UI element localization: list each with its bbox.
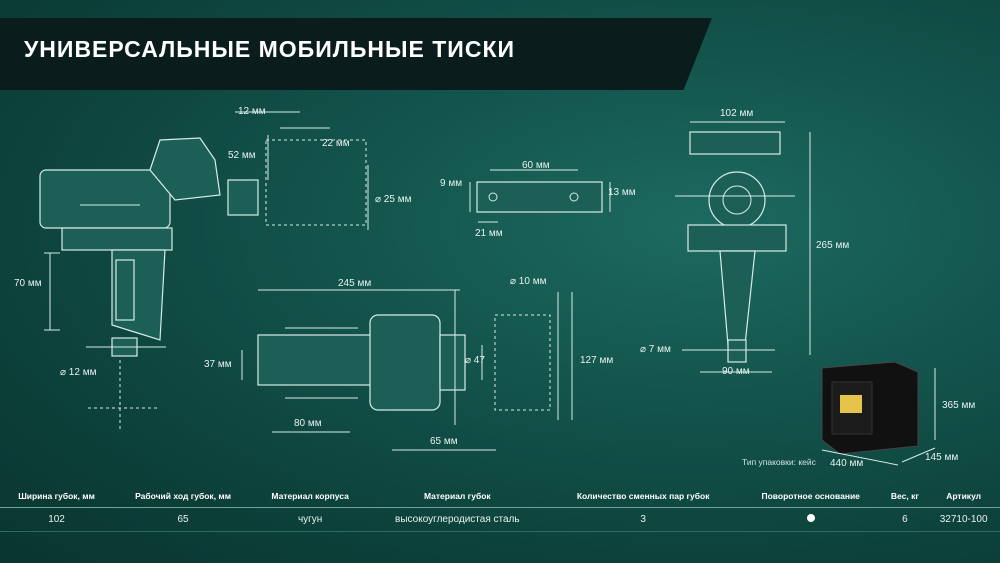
spec-header-row: Ширина губок, мм Рабочий ход губок, мм М… xyxy=(0,486,1000,508)
vise-top-view xyxy=(241,289,573,451)
dim-245mm: 245 мм xyxy=(338,278,372,289)
spec-table: Ширина губок, мм Рабочий ход губок, мм М… xyxy=(0,486,1000,532)
dim-12mm-dia: ⌀ 12 мм xyxy=(60,367,97,378)
col-article: Артикул xyxy=(927,486,1000,508)
dim-80mm: 80 мм xyxy=(294,418,322,429)
col-weight: Вес, кг xyxy=(882,486,928,508)
carrying-case xyxy=(821,361,936,466)
dim-145mm: 145 мм xyxy=(925,452,959,463)
technical-drawings xyxy=(39,111,936,466)
page-title: УНИВЕРСАЛЬНЫЕ МОБИЛЬНЫЕ ТИСКИ xyxy=(24,36,516,62)
dim-21mm: 21 мм xyxy=(475,228,503,239)
col-jaw-width: Ширина губок, мм xyxy=(0,486,114,508)
dim-37mm: 37 мм xyxy=(204,359,232,370)
cell-body-material: чугун xyxy=(253,507,368,532)
col-spare-jaws: Количество сменных пар губок xyxy=(547,486,739,508)
cell-jaw-width: 102 xyxy=(0,507,114,532)
dim-65mm: 65 мм xyxy=(430,436,458,447)
dim-13mm: 13 мм xyxy=(608,187,636,198)
vise-side-view xyxy=(39,111,369,430)
dim-10mm-dia: ⌀ 10 мм xyxy=(510,276,547,287)
col-jaw-travel: Рабочий ход губок, мм xyxy=(113,486,254,508)
dim-7mm-dia: ⌀ 7 мм xyxy=(640,344,671,355)
package-type-caption: Тип упаковки: кейс xyxy=(742,457,816,467)
dim-60mm: 60 мм xyxy=(522,160,550,171)
dim-90mm: 90 мм xyxy=(722,366,750,377)
dim-365mm: 365 мм xyxy=(942,400,976,411)
yes-dot-icon xyxy=(806,514,815,522)
dim-102mm: 102 мм xyxy=(720,108,754,119)
dim-127mm: 127 мм xyxy=(580,355,614,366)
dim-47mm-dia: ⌀ 47 xyxy=(465,355,485,366)
dim-265mm: 265 мм xyxy=(816,240,850,251)
cell-spare-jaws: 3 xyxy=(547,507,739,532)
cell-weight: 6 xyxy=(882,507,928,532)
jaw-plate-view xyxy=(469,169,611,223)
cell-jaw-material: высокоуглеродистая сталь xyxy=(367,507,548,532)
table-row: 102 65 чугун высокоуглеродистая сталь 3 … xyxy=(0,507,1000,532)
title-banner xyxy=(0,18,712,90)
dim-25mm-dia: ⌀ 25 мм xyxy=(375,194,412,205)
dim-52mm: 52 мм xyxy=(228,150,256,161)
cell-jaw-travel: 65 xyxy=(113,507,254,532)
dim-70mm: 70 мм xyxy=(14,278,42,289)
dim-9mm: 9 мм xyxy=(440,178,463,189)
dim-22mm: 22 мм xyxy=(322,138,350,149)
dim-440mm: 440 мм xyxy=(830,458,864,469)
col-jaw-material: Материал губок xyxy=(367,486,548,508)
cell-swivel-base xyxy=(738,507,883,532)
col-swivel-base: Поворотное основание xyxy=(738,486,883,508)
vise-front-view xyxy=(675,121,811,373)
dim-12mm-top: 12 мм xyxy=(238,106,266,117)
col-body-material: Материал корпуса xyxy=(253,486,368,508)
cell-article: 32710-100 xyxy=(927,507,1000,532)
